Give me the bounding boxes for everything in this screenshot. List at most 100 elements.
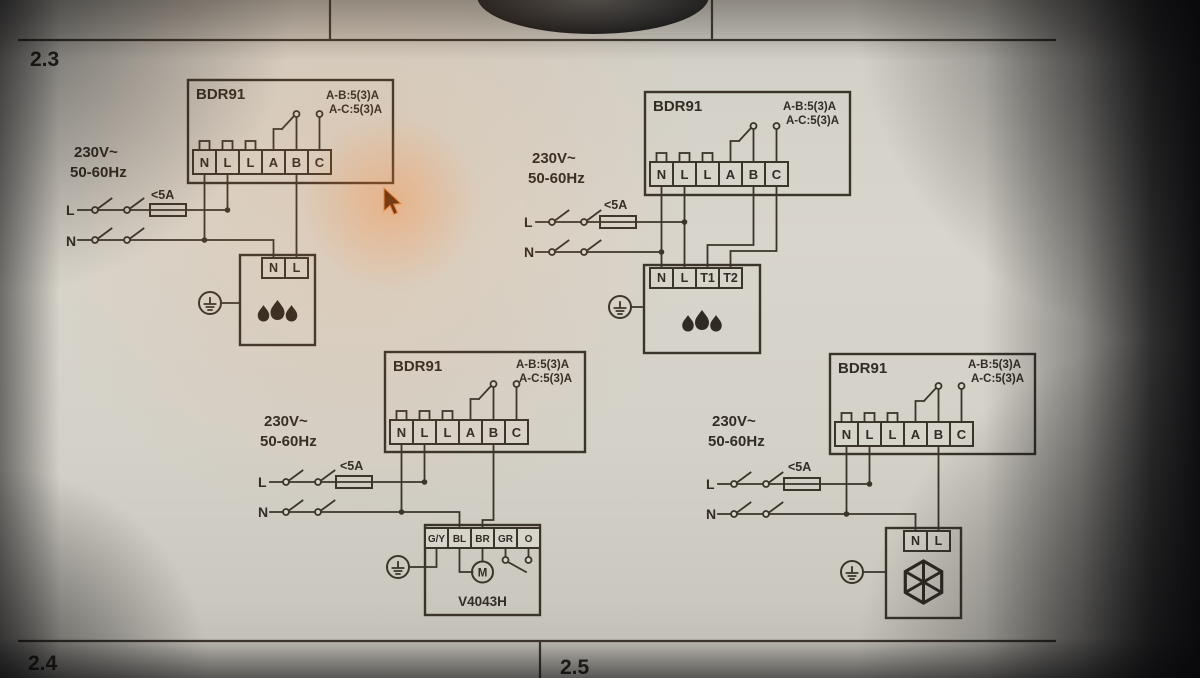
relay-terminal-label: A: [269, 155, 279, 170]
rating-ab-label: A-B:5(3)A: [783, 101, 836, 113]
relay-terminal-strip: [389, 419, 529, 445]
relay-terminal-strip: [192, 149, 332, 175]
relay-terminal-label: N: [200, 155, 209, 170]
supply-voltage-label: 230V~: [74, 144, 118, 161]
load-terminal-label: BL: [453, 534, 466, 545]
rating-ac-label: A-C:5(3)A: [329, 104, 382, 116]
rating-ac-label: A-C:5(3)A: [519, 373, 572, 385]
relay-terminal-label: A: [466, 425, 476, 440]
device-label: BDR91: [838, 360, 887, 377]
wires: [717, 445, 940, 573]
valve-model-label: V4043H: [458, 594, 507, 609]
relay-terminal-label: B: [934, 427, 943, 442]
relay-terminal-label: L: [866, 427, 874, 442]
neutral-label: N: [524, 244, 534, 260]
relay-terminal-label: L: [681, 167, 689, 182]
wiring-diagram-boiler-1: BDR91 A-B:5(3)A A-C:5(3)A N L L A B C 23…: [66, 78, 395, 347]
relay-terminal-label: N: [397, 425, 406, 440]
load-terminal-label: L: [935, 534, 943, 548]
relay-terminal-label: L: [889, 427, 897, 442]
section-number-bottom-left: 2.4: [28, 652, 58, 675]
load-terminal-label: O: [525, 534, 533, 545]
live-label: L: [258, 474, 267, 490]
motor-label: M: [478, 568, 488, 580]
fan-hexagon-icon: [903, 559, 944, 605]
supply-frequency-label: 50-60Hz: [70, 164, 127, 181]
load-terminal-label: T2: [723, 271, 738, 285]
relay-terminal-strip: [649, 161, 789, 187]
relay-terminal-label: L: [224, 155, 232, 170]
relay-terminal-label: L: [421, 425, 429, 440]
relay-terminal-label: C: [512, 425, 522, 440]
load-terminal-label: G/Y: [428, 534, 446, 545]
fuse-rating-label: <5A: [151, 188, 174, 202]
earth-icon: [198, 291, 222, 315]
supply-frequency-label: 50-60Hz: [260, 433, 317, 450]
device-label: BDR91: [393, 358, 442, 375]
burner-flame-icon: [682, 310, 721, 332]
relay-terminal-label: B: [292, 155, 301, 170]
wiring-diagram-boiler-2: BDR91 A-B:5(3)A A-C:5(3)A N L L A B C 23…: [524, 90, 852, 355]
supply-voltage-label: 230V~: [264, 413, 308, 430]
live-label: L: [706, 476, 715, 492]
wiring-diagram-fan: BDR91 A-B:5(3)A A-C:5(3)A N L L A B C 23…: [706, 352, 1037, 620]
load-terminal-label: L: [681, 271, 689, 285]
supply-frequency-label: 50-60Hz: [528, 170, 585, 187]
load-terminal-label: T1: [700, 271, 715, 285]
supply-voltage-label: 230V~: [712, 413, 756, 430]
relay-terminal-label: L: [444, 425, 452, 440]
relay-terminal-label: C: [772, 167, 782, 182]
burner-flame-icon: [258, 300, 297, 322]
aux-switch-icon: [524, 556, 533, 564]
rating-ab-label: A-B:5(3)A: [968, 359, 1021, 371]
fuse-rating-label: <5A: [604, 198, 627, 212]
load-terminal-label: N: [269, 261, 278, 275]
relay-contact-icon: [395, 380, 521, 421]
section-number: 2.3: [30, 48, 59, 71]
fuse-rating-label: <5A: [788, 460, 811, 474]
live-label: L: [66, 202, 75, 218]
load-terminal-label: L: [293, 261, 301, 275]
section-number-bottom-right: 2.5: [560, 656, 590, 678]
relay-terminal-label: L: [247, 155, 255, 170]
relay-terminal-strip: [834, 421, 974, 447]
device-label: BDR91: [653, 98, 702, 115]
relay-terminal-label: A: [726, 167, 736, 182]
supply-voltage-label: 230V~: [532, 150, 576, 167]
device-label: BDR91: [196, 86, 245, 103]
aux-switch-icon: [501, 556, 510, 564]
device-photo-thumbnail: [477, 0, 709, 34]
relay-terminal-label: N: [842, 427, 851, 442]
relay-terminal-label: B: [749, 167, 758, 182]
rating-ac-label: A-C:5(3)A: [786, 115, 839, 127]
relay-terminal-label: A: [911, 427, 921, 442]
load-terminal-label: GR: [498, 534, 514, 545]
mouse-cursor-icon: [383, 186, 403, 216]
supply-frequency-label: 50-60Hz: [708, 433, 765, 450]
relay-contact-icon: [655, 122, 781, 163]
relay-terminal-label: B: [489, 425, 498, 440]
load-terminal-label: N: [911, 534, 920, 548]
live-label: L: [524, 214, 533, 230]
earth-icon: [608, 295, 632, 319]
rating-ab-label: A-B:5(3)A: [516, 359, 569, 371]
relay-terminal-label: N: [657, 167, 666, 182]
load-terminal-label: N: [657, 271, 666, 285]
rating-ac-label: A-C:5(3)A: [971, 373, 1024, 385]
earth-icon: [840, 560, 864, 584]
neutral-label: N: [66, 233, 76, 249]
load-terminal-label: BR: [475, 534, 490, 545]
relay-terminal-label: L: [704, 167, 712, 182]
relay-terminal-label: C: [315, 155, 325, 170]
wires: [77, 173, 298, 304]
rating-ab-label: A-B:5(3)A: [326, 90, 379, 102]
relay-contact-icon: [840, 382, 966, 423]
neutral-label: N: [706, 506, 716, 522]
neutral-label: N: [258, 504, 268, 520]
fuse-rating-label: <5A: [340, 459, 363, 473]
wires: [269, 443, 530, 574]
relay-contact-icon: [198, 110, 324, 151]
wiring-diagram-zone-valve: BDR91 A-B:5(3)A A-C:5(3)A N L L A B C 23…: [258, 350, 587, 617]
